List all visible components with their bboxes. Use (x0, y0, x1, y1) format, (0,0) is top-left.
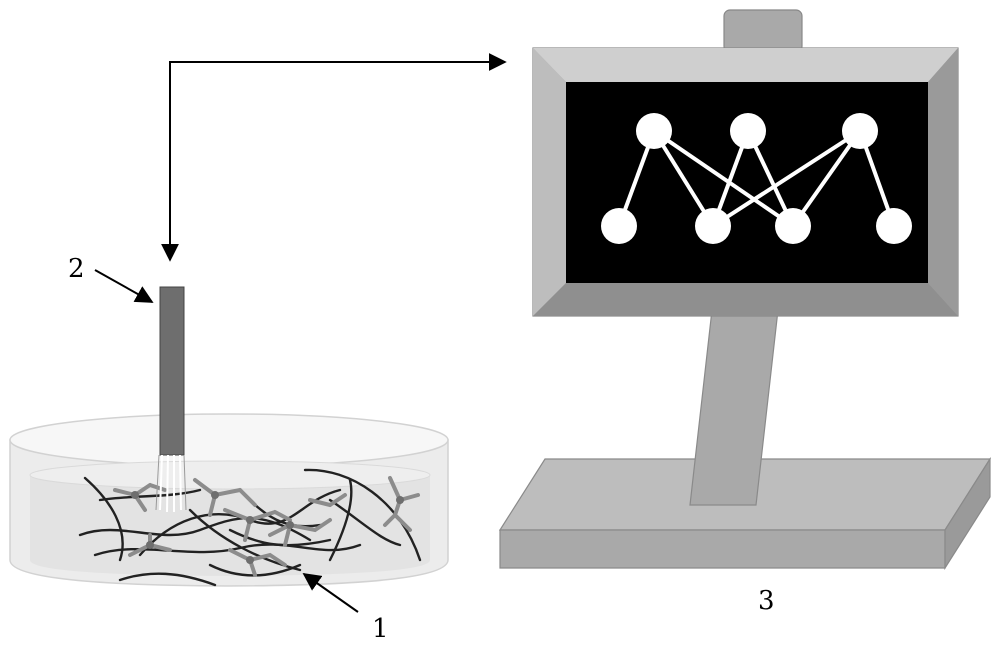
monitor (500, 10, 990, 568)
node-bottom-1 (601, 208, 637, 244)
node-top-1 (636, 113, 672, 149)
signal-arrow (170, 62, 505, 260)
node-top-2 (730, 113, 766, 149)
node-bottom-4 (876, 208, 912, 244)
label-electrode: 2 (68, 256, 85, 282)
node-bottom-3 (775, 208, 811, 244)
label-computer: 3 (758, 588, 775, 614)
node-top-3 (842, 113, 878, 149)
node-bottom-2 (695, 208, 731, 244)
label-dish: 1 (372, 616, 389, 642)
